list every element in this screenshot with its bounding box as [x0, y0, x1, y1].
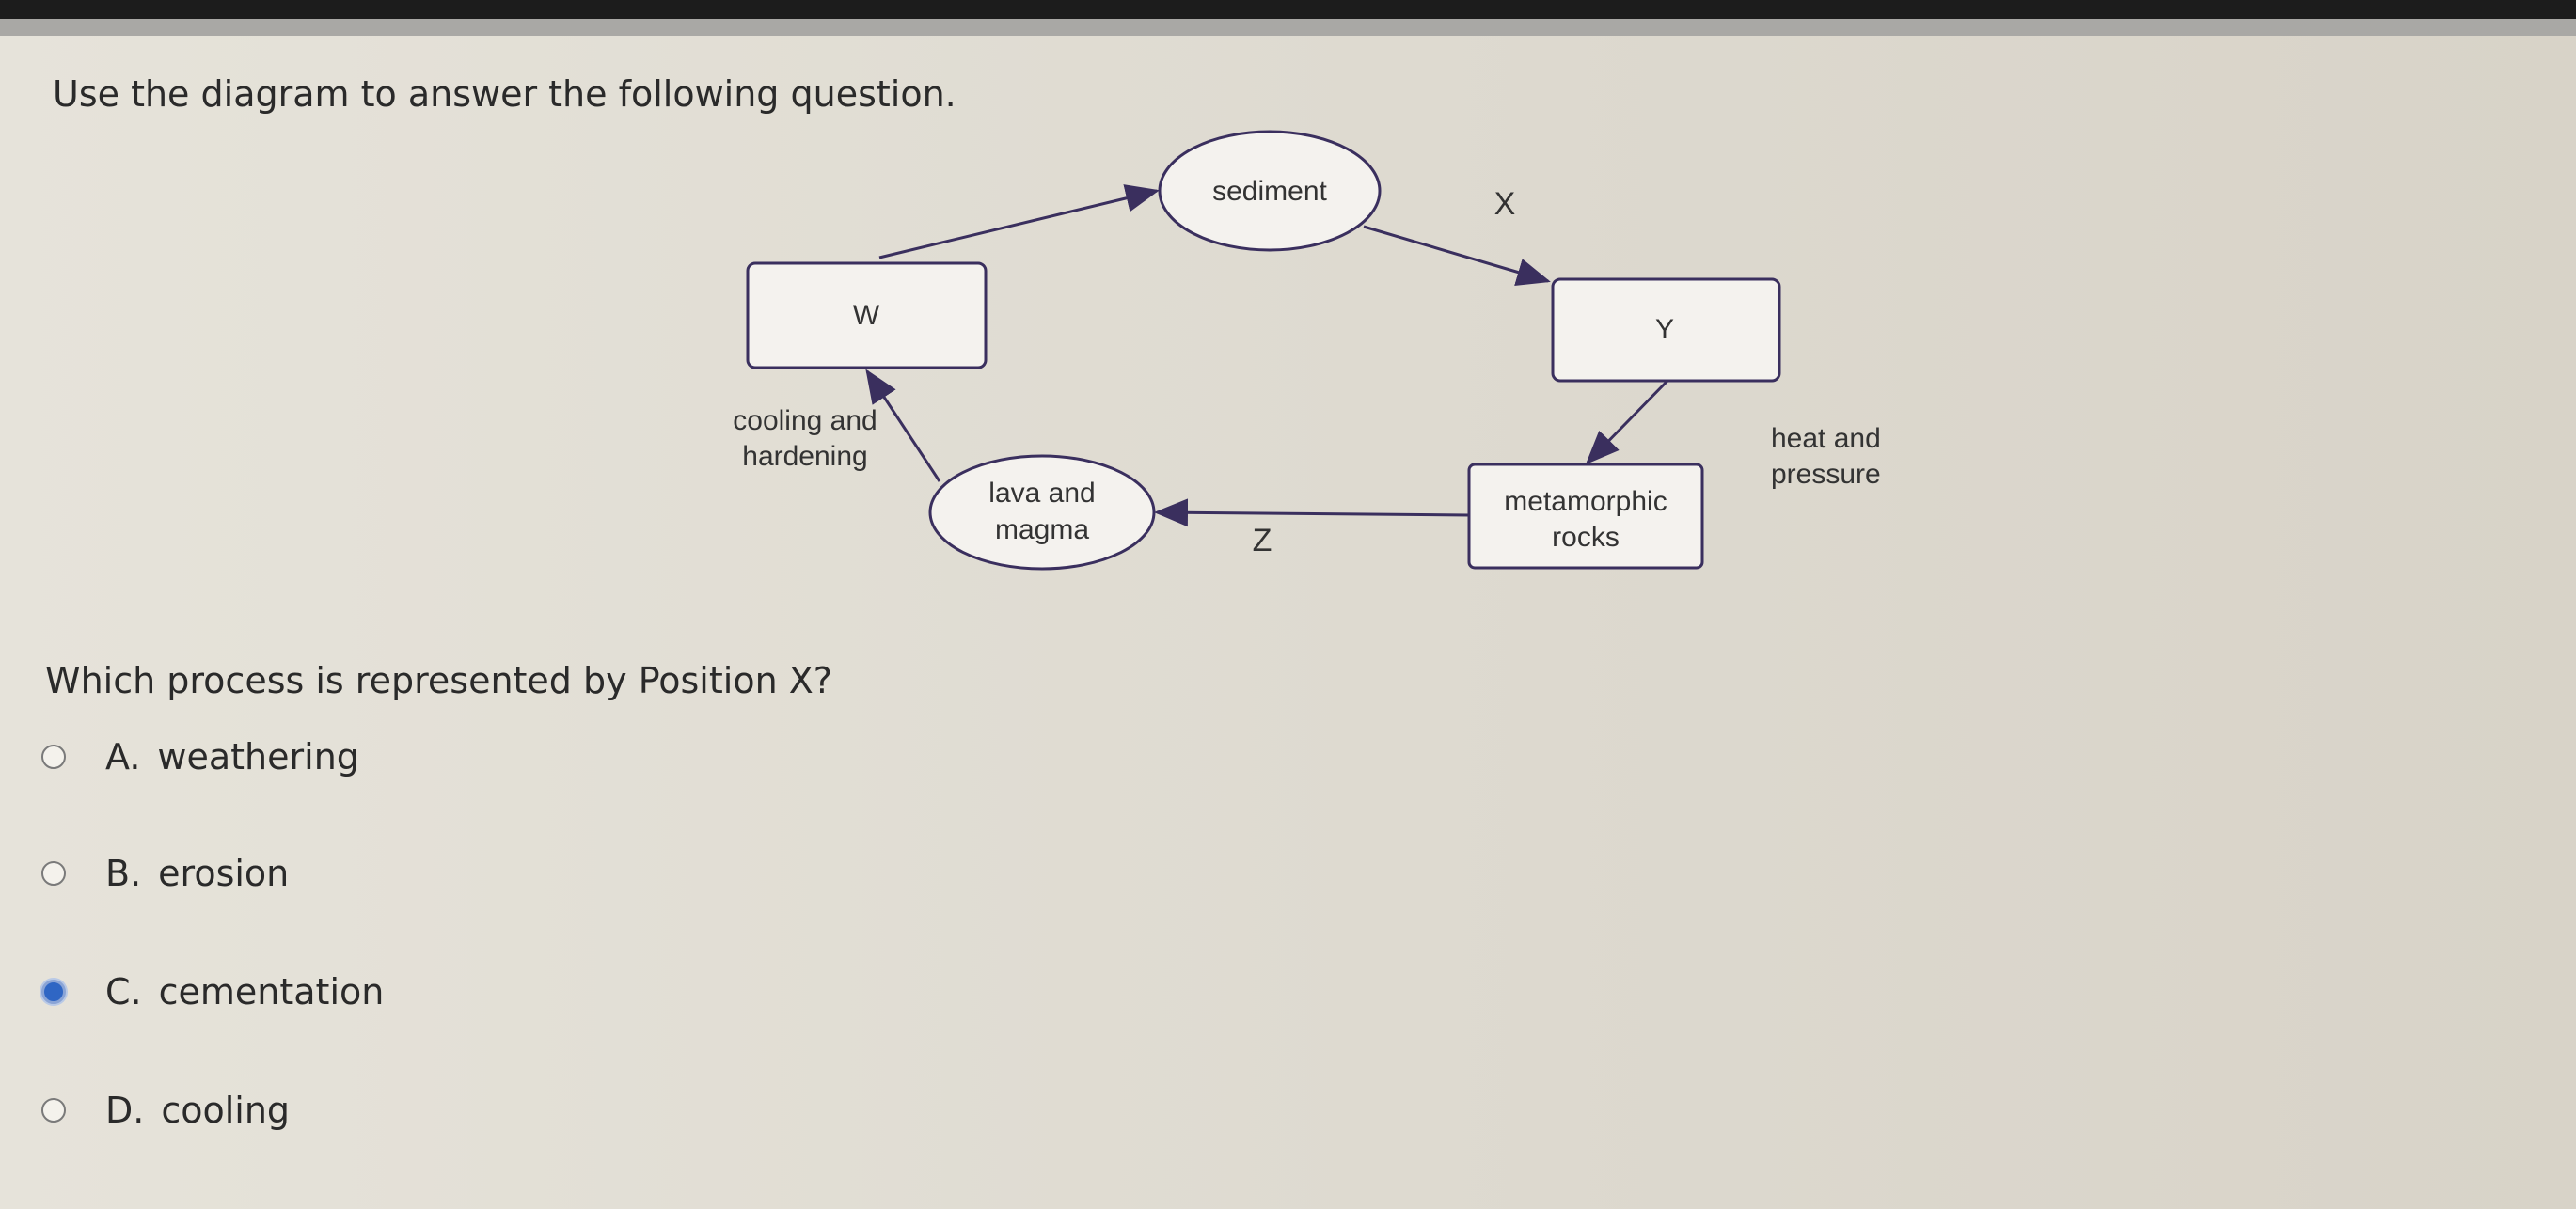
option-text: weathering [157, 736, 359, 777]
option-d[interactable]: D. cooling [41, 1090, 290, 1131]
option-a[interactable]: A. weathering [41, 736, 359, 777]
prompt-text: Use the diagram to answer the following … [53, 73, 956, 115]
metamorphic-rocks-node [1467, 463, 1704, 570]
radio-button[interactable] [41, 745, 66, 769]
arrow-lava-to-w [865, 369, 941, 482]
heat-label-2: pressure [1771, 459, 1881, 490]
top-bar [0, 0, 2576, 19]
w-node [746, 261, 988, 369]
lava-magma-node [928, 454, 1156, 571]
cooling-label-2: hardening [742, 441, 867, 472]
arrow-metamorphic-to-lava [1154, 498, 1470, 527]
option-text: cementation [158, 971, 385, 1013]
y-node [1551, 277, 1781, 383]
arrow-y-to-metamorphic [1585, 379, 1669, 465]
option-letter: C. [105, 971, 142, 1013]
radio-button-selected[interactable] [41, 980, 66, 1004]
option-letter: D. [105, 1090, 145, 1131]
radio-button[interactable] [41, 1098, 66, 1123]
lava-label-2: magma [995, 514, 1089, 545]
option-c[interactable]: C. cementation [41, 971, 384, 1013]
option-text: erosion [158, 853, 290, 894]
radio-button[interactable] [41, 861, 66, 886]
question-text: Which process is represented by Position… [45, 660, 832, 701]
lava-label-1: lava and [988, 478, 1095, 509]
w-label: W [853, 300, 880, 331]
metamorphic-label-1: metamorphic [1504, 486, 1667, 517]
option-text: cooling [161, 1090, 291, 1131]
arrow-w-to-sediment [878, 184, 1160, 259]
option-letter: B. [105, 853, 142, 894]
sediment-node [1158, 130, 1382, 252]
y-label: Y [1655, 314, 1674, 345]
cooling-label-1: cooling and [733, 405, 877, 436]
sediment-label: sediment [1212, 176, 1327, 207]
position-x-label: X [1494, 186, 1516, 222]
heat-label-1: heat and [1771, 423, 1881, 454]
top-bar-edge [0, 19, 2576, 36]
arrow-sediment-to-y [1363, 225, 1551, 287]
metamorphic-label-2: rocks [1552, 522, 1620, 553]
option-b[interactable]: B. erosion [41, 853, 289, 894]
position-z-label: Z [1253, 523, 1272, 558]
option-letter: A. [105, 736, 141, 777]
